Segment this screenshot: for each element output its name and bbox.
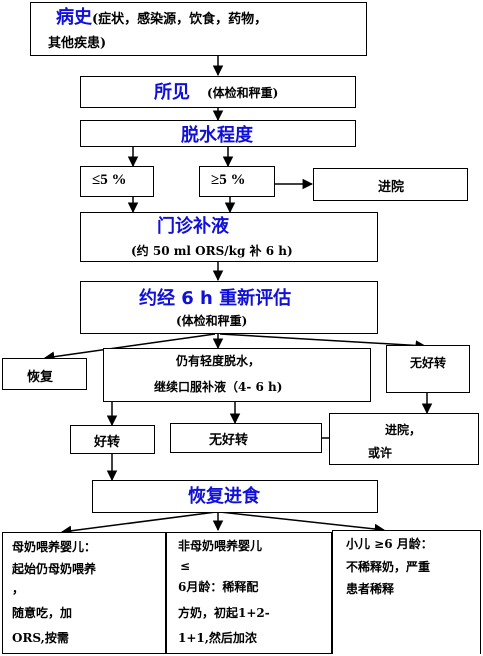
recovered-box bbox=[2, 358, 87, 390]
admit-top-label: 进院 bbox=[378, 180, 405, 195]
breastfed-line4: 随意吃，加 bbox=[12, 606, 73, 620]
non-breastfed-line2: ≤ bbox=[180, 559, 191, 573]
older-child-box bbox=[332, 530, 481, 654]
outpatient-box bbox=[80, 212, 378, 262]
recovered-label: 恢复 bbox=[27, 370, 54, 385]
branch-high-box bbox=[199, 166, 275, 197]
no-improve-mid-box bbox=[170, 423, 322, 453]
admit-bottom-line2: 或许 bbox=[368, 446, 393, 460]
findings-detail: (体检和秤重) bbox=[207, 86, 279, 100]
history-detail-line2: 其他疾患) bbox=[48, 36, 107, 51]
admit-bottom-line1: 进院， bbox=[385, 423, 422, 437]
older-child-line3: 患者稀释 bbox=[346, 582, 395, 596]
breastfed-line5: ORS,按需 bbox=[12, 631, 69, 645]
branch-low-box bbox=[80, 166, 154, 197]
breastfed-box bbox=[2, 532, 166, 654]
non-breastfed-box bbox=[166, 532, 332, 654]
improved-box bbox=[70, 425, 155, 454]
mild-dehydration-line2: 继续口服补液（4- 6 h) bbox=[154, 380, 283, 394]
breastfed-line3: ， bbox=[12, 582, 25, 596]
older-child-line2: 不稀释奶，严重 bbox=[346, 560, 431, 574]
breastfed-line1: 母奶喂养婴儿： bbox=[12, 540, 97, 554]
branch-low-label: ≤5 % bbox=[92, 172, 127, 188]
history-detail-line1: (症状，感染源，饮食，药物， bbox=[92, 12, 268, 27]
breastfed-line2: 起始仍母奶喂养 bbox=[12, 562, 97, 576]
admit-top-box bbox=[313, 168, 468, 201]
history-title: 病史 bbox=[56, 7, 92, 28]
history-box bbox=[30, 2, 367, 56]
refeed-box bbox=[92, 480, 378, 513]
mild-dehydration-line1: 仍有轻度脱水， bbox=[176, 354, 261, 368]
findings-box bbox=[80, 76, 356, 108]
non-breastfed-line1: 非母奶喂养婴儿 bbox=[178, 539, 263, 553]
branch-high-label: ≥5 % bbox=[211, 172, 246, 188]
improved-label: 好转 bbox=[94, 435, 121, 450]
outpatient-title: 门诊补液 bbox=[157, 216, 229, 237]
findings-title: 所见 bbox=[154, 82, 190, 103]
dehydration-title: 脱水程度 bbox=[181, 125, 253, 146]
dehydration-box bbox=[80, 120, 356, 147]
non-breastfed-line5: 1+1,然后加浓 bbox=[178, 631, 257, 645]
reassess-title: 约经 6 h 重新评估 bbox=[139, 288, 292, 309]
reassess-box bbox=[80, 281, 378, 334]
no-improve-mid-label: 无好转 bbox=[209, 433, 249, 448]
admit-bottom-box bbox=[329, 413, 479, 465]
refeed-title: 恢复进食 bbox=[188, 486, 260, 507]
no-improve-right-box bbox=[386, 345, 470, 393]
reassess-detail: (体检和秤重) bbox=[176, 314, 248, 328]
older-child-line1: 小儿 ≥6 月龄： bbox=[346, 537, 433, 551]
mild-dehydration-box bbox=[103, 348, 371, 402]
no-improve-right-label: 无好转 bbox=[410, 356, 447, 370]
outpatient-detail: (约 50 ml ORS/kg 补 6 h) bbox=[131, 244, 293, 258]
non-breastfed-line3: 6月龄：稀释配 bbox=[178, 580, 259, 594]
non-breastfed-line4: 方奶，初起1+2- bbox=[178, 606, 270, 620]
